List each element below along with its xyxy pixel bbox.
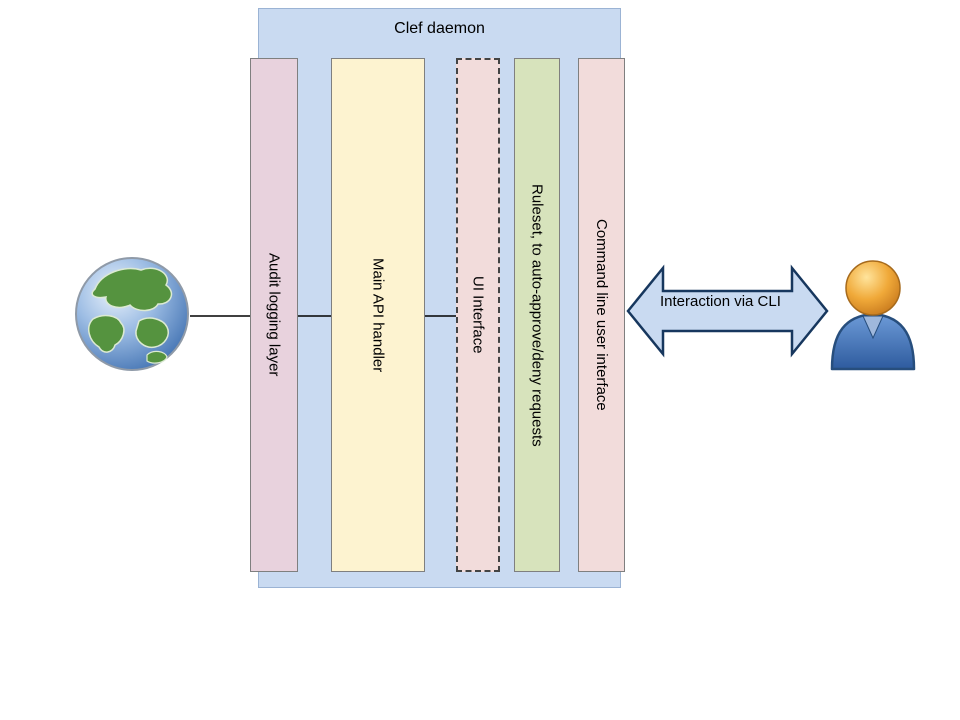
- bar-api-label: Main API handler: [369, 257, 387, 373]
- bar-ruleset: Ruleset, to auto-approve/deny requests: [514, 58, 560, 572]
- bar-ruleset-label: Ruleset, to auto-approve/deny requests: [528, 183, 546, 447]
- user-icon: [830, 260, 916, 371]
- globe-icon: [75, 257, 189, 371]
- clef-daemon-container: [258, 8, 621, 588]
- bar-cli-label: Command line user interface: [593, 219, 610, 411]
- bar-ui-interface: UI Interface: [456, 58, 500, 572]
- bar-ui-label: UI Interface: [469, 276, 487, 354]
- bar-audit-label: Audit logging layer: [265, 253, 283, 377]
- clef-daemon-title: Clef daemon: [394, 20, 485, 37]
- interaction-via-cli-label: Interaction via CLI: [660, 293, 781, 310]
- bar-audit-logging-layer: Audit logging layer: [250, 58, 298, 572]
- bar-command-line-ui: Command line user interface: [578, 58, 625, 572]
- bar-main-api-handler: Main API handler: [331, 58, 425, 572]
